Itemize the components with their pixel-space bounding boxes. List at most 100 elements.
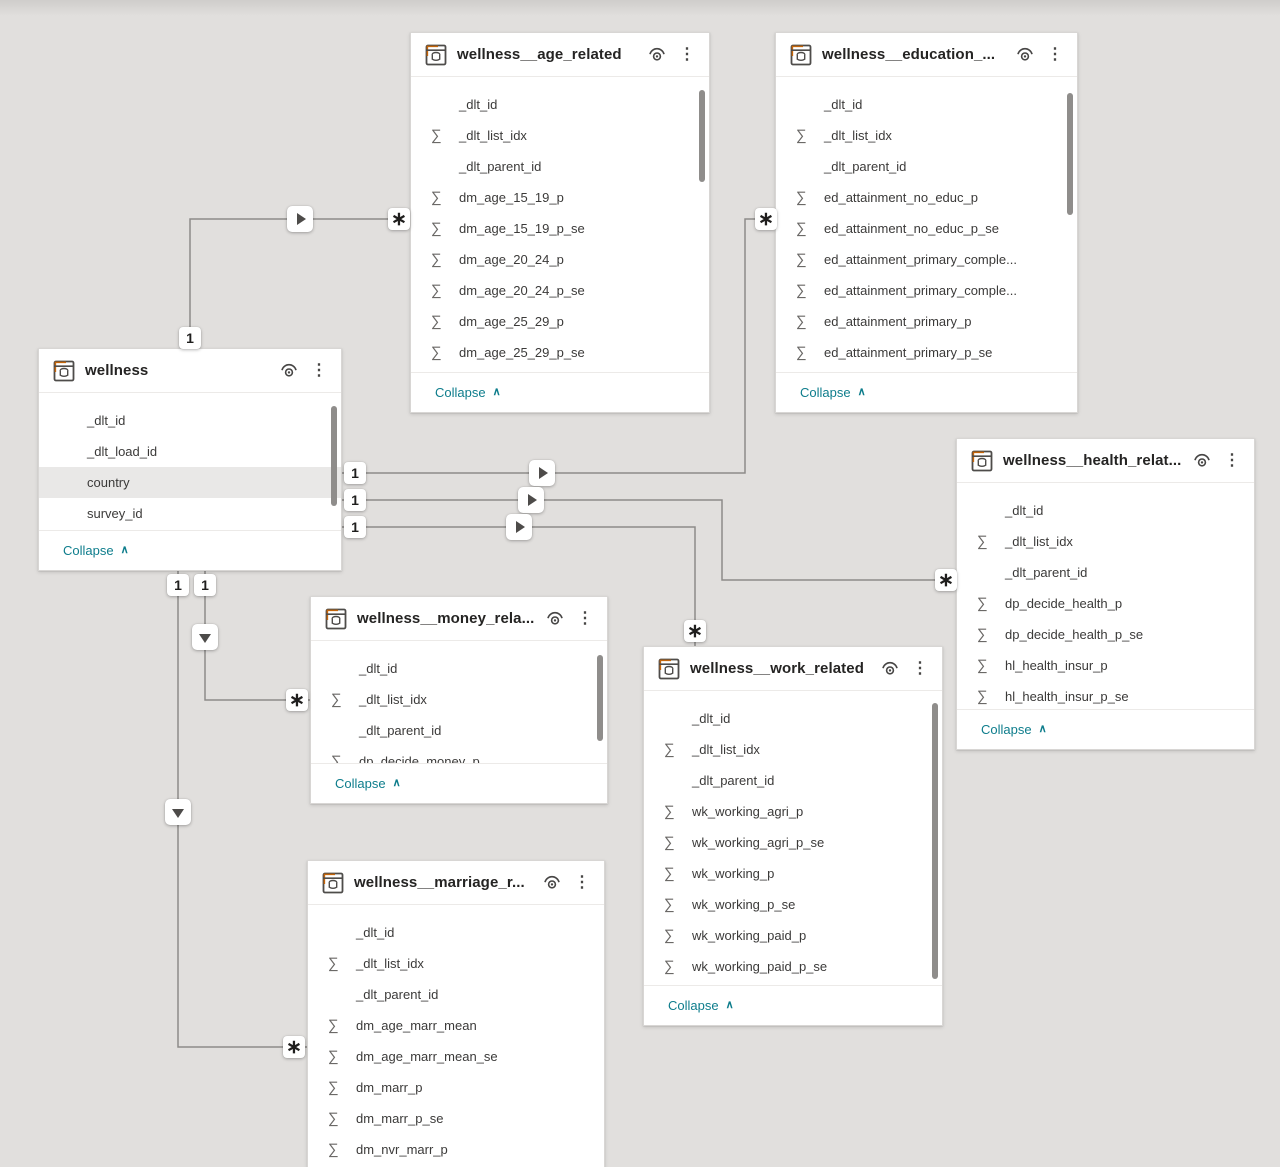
field-row[interactable]: ∑dm_age_25_29_p: [411, 306, 709, 337]
field-row[interactable]: ∑wk_working_paid_p_se: [644, 951, 942, 982]
field-row[interactable]: ∑hl_health_insur_p: [957, 650, 1254, 681]
field-row[interactable]: ∑dp_decide_health_p: [957, 588, 1254, 619]
field-row[interactable]: ∑ed_attainment_primary_comple...: [776, 275, 1077, 306]
field-row[interactable]: ∑_dlt_list_idx: [957, 526, 1254, 557]
collapse-button[interactable]: Collapse∧: [435, 385, 501, 400]
more-options-button[interactable]: ⋮: [910, 660, 930, 677]
field-row[interactable]: ∑dp_decide_money_p: [311, 746, 607, 763]
field-row[interactable]: ∑: [644, 982, 942, 985]
field-row[interactable]: ∑_dlt_list_idx: [308, 948, 604, 979]
field-row[interactable]: ∑_dlt_list_idx: [644, 734, 942, 765]
field-row[interactable]: _dlt_parent_id: [776, 151, 1077, 182]
field-row[interactable]: ∑dm_nvr_marr_p: [308, 1134, 604, 1165]
visibility-eye-icon[interactable]: [647, 47, 667, 62]
field-row[interactable]: _dlt_parent_id: [311, 715, 607, 746]
table-header[interactable]: wellness ⋮: [39, 349, 341, 393]
relationship-line[interactable]: [342, 526, 696, 646]
relationship-line[interactable]: [342, 499, 956, 581]
field-row[interactable]: _dlt_parent_id: [957, 557, 1254, 588]
visibility-eye-icon[interactable]: [542, 875, 562, 890]
table-header[interactable]: wellness__education_... ⋮: [776, 33, 1077, 77]
field-row[interactable]: ∑dm_age_15_19_p_se: [411, 213, 709, 244]
more-options-button[interactable]: ⋮: [309, 362, 329, 379]
field-row[interactable]: ∑dp_decide_health_p_se: [957, 619, 1254, 650]
collapse-button[interactable]: Collapse∧: [981, 722, 1047, 737]
field-row[interactable]: _dlt_parent_id: [308, 979, 604, 1010]
visibility-eye-icon[interactable]: [1192, 453, 1212, 468]
collapse-button[interactable]: Collapse∧: [800, 385, 866, 400]
field-row[interactable]: _dlt_id: [776, 89, 1077, 120]
field-row[interactable]: ∑ed_attainment_no_educ_p: [776, 182, 1077, 213]
scrollbar[interactable]: [699, 90, 705, 182]
table-card-work-related[interactable]: wellness__work_related ⋮ _dlt_id ∑_dlt_l…: [643, 646, 943, 1026]
field-row[interactable]: ∑_dlt_list_idx: [411, 120, 709, 151]
more-options-button[interactable]: ⋮: [677, 46, 697, 63]
scrollbar[interactable]: [1067, 93, 1073, 215]
table-header[interactable]: wellness__marriage_r... ⋮: [308, 861, 604, 905]
field-row[interactable]: _dlt_parent_id: [644, 765, 942, 796]
table-card-wellness[interactable]: wellness ⋮ _dlt_id _dlt_load_id country …: [38, 348, 342, 571]
field-row[interactable]: ∑ed_attainment_primary_comple...: [776, 244, 1077, 275]
table-header[interactable]: wellness__money_rela... ⋮: [311, 597, 607, 641]
relationship-arrow-button[interactable]: [287, 206, 313, 232]
field-row[interactable]: _dlt_load_id: [39, 436, 341, 467]
visibility-eye-icon[interactable]: [880, 661, 900, 676]
relationship-arrow-button[interactable]: [165, 799, 191, 825]
table-card-money-related[interactable]: wellness__money_rela... ⋮ _dlt_id ∑_dlt_…: [310, 596, 608, 804]
collapse-button[interactable]: Collapse∧: [335, 776, 401, 791]
field-row[interactable]: ∑wk_working_paid_p: [644, 920, 942, 951]
table-card-marriage-related[interactable]: wellness__marriage_r... ⋮ _dlt_id ∑_dlt_…: [307, 860, 605, 1167]
field-row[interactable]: ∑wk_working_p: [644, 858, 942, 889]
field-row[interactable]: ∑hl_health_insur_p_se: [957, 681, 1254, 709]
field-row-highlighted[interactable]: country: [39, 467, 341, 498]
scrollbar[interactable]: [331, 406, 337, 506]
table-card-education[interactable]: wellness__education_... ⋮ _dlt_id ∑_dlt_…: [775, 32, 1078, 413]
more-options-button[interactable]: ⋮: [1222, 452, 1242, 469]
field-row[interactable]: ∑wk_working_p_se: [644, 889, 942, 920]
more-options-button[interactable]: ⋮: [572, 874, 592, 891]
field-row[interactable]: ∑ed_attainment_primary_p_se: [776, 337, 1077, 368]
field-row[interactable]: _dlt_id: [411, 89, 709, 120]
field-row[interactable]: ∑dm_age_marr_mean_se: [308, 1041, 604, 1072]
relationship-line[interactable]: [189, 218, 410, 348]
visibility-eye-icon[interactable]: [1015, 47, 1035, 62]
relationship-arrow-button[interactable]: [518, 487, 544, 513]
relationship-arrow-button[interactable]: [506, 514, 532, 540]
relationship-arrow-button[interactable]: [529, 460, 555, 486]
collapse-button[interactable]: Collapse∧: [63, 543, 129, 558]
field-row[interactable]: ∑wk_working_agri_p: [644, 796, 942, 827]
table-card-age-related[interactable]: wellness__age_related ⋮ _dlt_id ∑_dlt_li…: [410, 32, 710, 413]
field-row[interactable]: ∑dm_age_25_29_p_se: [411, 337, 709, 368]
field-row[interactable]: ∑dm_marr_p: [308, 1072, 604, 1103]
more-options-button[interactable]: ⋮: [1045, 46, 1065, 63]
field-row[interactable]: _dlt_id: [957, 495, 1254, 526]
field-row[interactable]: _dlt_parent_id: [411, 151, 709, 182]
more-options-button[interactable]: ⋮: [575, 610, 595, 627]
field-row[interactable]: ∑dm_age_marr_mean: [308, 1010, 604, 1041]
field-row[interactable]: survey_id: [39, 498, 341, 529]
field-row[interactable]: ∑_dlt_list_idx: [776, 120, 1077, 151]
field-row[interactable]: ∑ed_attainment_primary_p: [776, 306, 1077, 337]
table-card-health-related[interactable]: wellness__health_relat... ⋮ _dlt_id ∑_dl…: [956, 438, 1255, 750]
field-row[interactable]: ∑_dlt_list_idx: [311, 684, 607, 715]
collapse-button[interactable]: Collapse∧: [668, 998, 734, 1013]
field-row[interactable]: _dlt_id: [308, 917, 604, 948]
field-row[interactable]: ∑dm_age_20_24_p_se: [411, 275, 709, 306]
table-header[interactable]: wellness__health_relat... ⋮: [957, 439, 1254, 483]
field-row[interactable]: ∑dm_age_15_19_p: [411, 182, 709, 213]
field-row[interactable]: _dlt_id: [39, 405, 341, 436]
field-row[interactable]: ∑wk_working_agri_p_se: [644, 827, 942, 858]
field-row[interactable]: _dlt_id: [311, 653, 607, 684]
scrollbar[interactable]: [932, 703, 938, 979]
relationship-arrow-button[interactable]: [192, 624, 218, 650]
table-header[interactable]: wellness__age_related ⋮: [411, 33, 709, 77]
field-row[interactable]: _dlt_id: [644, 703, 942, 734]
field-row[interactable]: ∑dm_age_20_24_p: [411, 244, 709, 275]
table-header[interactable]: wellness__work_related ⋮: [644, 647, 942, 691]
field-row[interactable]: ∑ed_attainment_no_educ_p_se: [776, 213, 1077, 244]
visibility-eye-icon[interactable]: [545, 611, 565, 626]
relationship-line[interactable]: [177, 571, 307, 1048]
visibility-eye-icon[interactable]: [279, 363, 299, 378]
scrollbar[interactable]: [597, 655, 603, 741]
field-row[interactable]: ∑dm_marr_p_se: [308, 1103, 604, 1134]
